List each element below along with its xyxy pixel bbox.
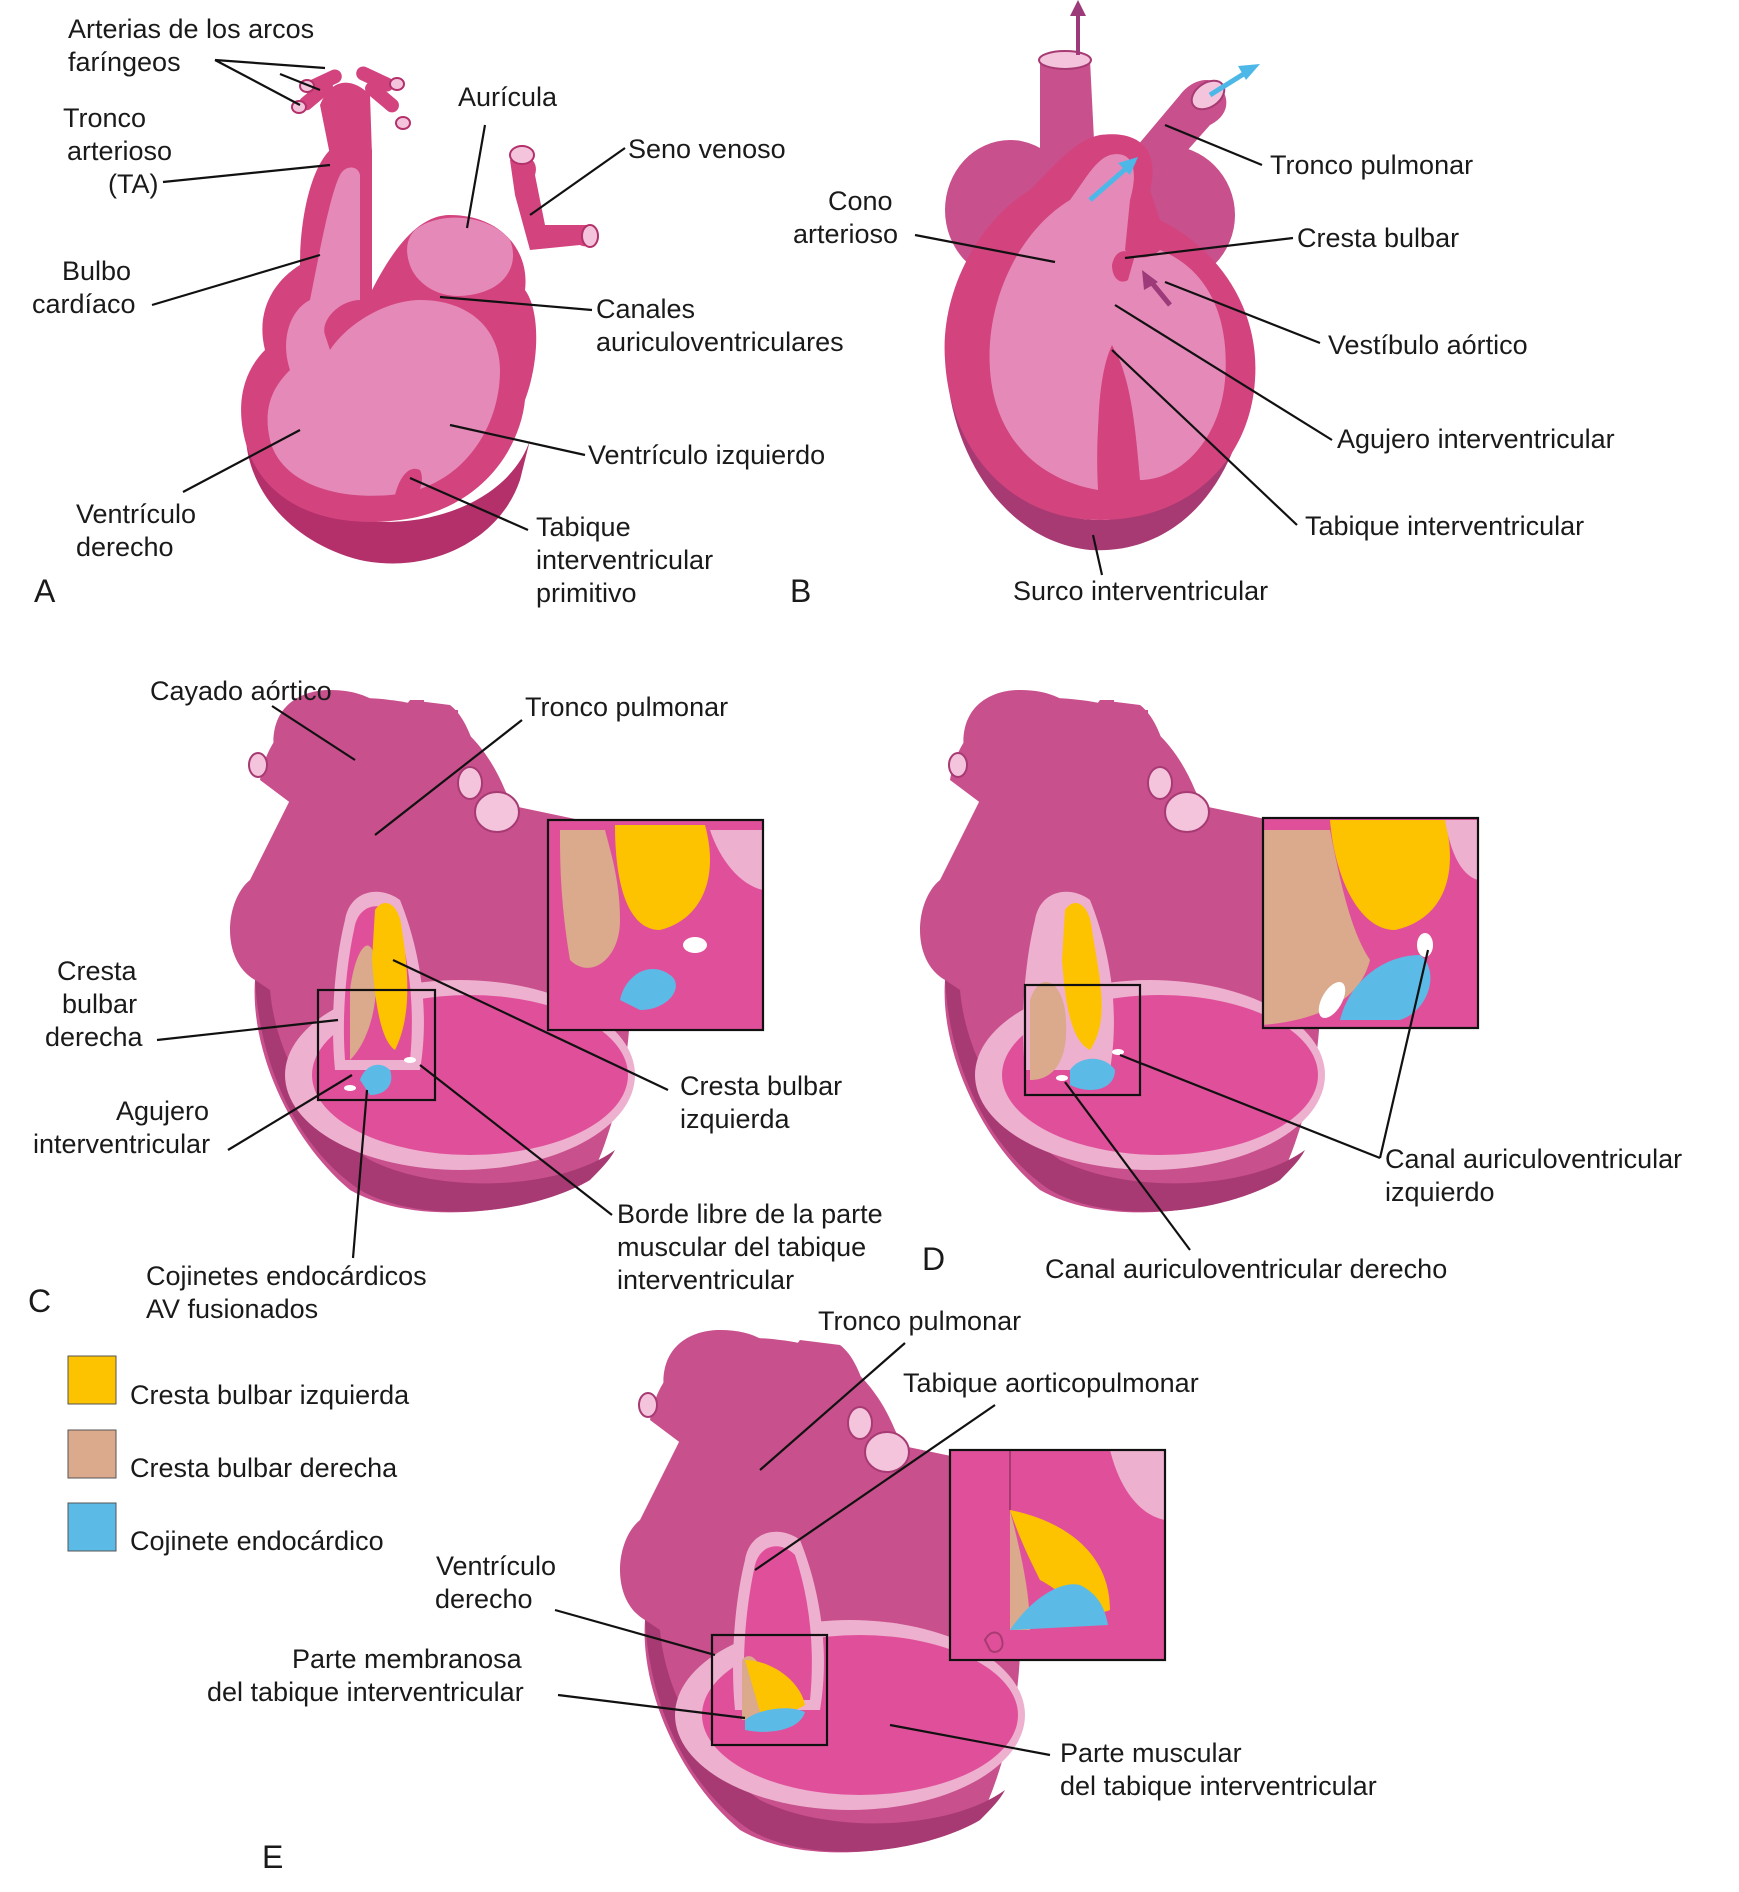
- label-arcos-line2: faríngeos: [68, 47, 181, 77]
- label-borde-line3: interventricular: [617, 1265, 794, 1295]
- panel-d-heart-drawing: [920, 690, 1325, 1213]
- panel-e-labels: Tronco pulmonar Tabique aorticopulmonar …: [207, 1306, 1377, 1801]
- panel-letter-b: B: [790, 573, 811, 609]
- panel-c: Cayado aórtico Tronco pulmonar Cresta bu…: [28, 676, 883, 1324]
- label-tronco-pulmonar-e: Tronco pulmonar: [818, 1306, 1021, 1336]
- panel-d-labels: Canal auriculoventricular izquierdo Cana…: [1045, 1144, 1682, 1284]
- label-cono-line1: Cono: [828, 186, 893, 216]
- label-canales-line1: Canales: [596, 294, 695, 324]
- legend-label-right-crest: Cresta bulbar derecha: [130, 1453, 398, 1483]
- label-tabique-aorticopulmonar: Tabique aorticopulmonar: [903, 1368, 1199, 1398]
- label-canales-line2: auriculoventriculares: [596, 327, 844, 357]
- label-bulbo-line2: cardíaco: [32, 289, 136, 319]
- label-cresta-izquierda-line2: izquierda: [680, 1104, 791, 1134]
- label-ventriculo-derecho-line2: derecho: [76, 532, 174, 562]
- panel-d: Canal auriculoventricular izquierdo Cana…: [920, 690, 1682, 1284]
- color-legend: Cresta bulbar izquierda Cresta bulbar de…: [67, 1355, 410, 1556]
- panel-e-heart-drawing: [620, 1330, 1025, 1853]
- panel-c-leader-lines: [156, 705, 669, 1259]
- label-cresta-derecha-line2: bulbar: [62, 989, 137, 1019]
- panel-c-inset: [546, 818, 765, 1032]
- label-cayado-aortico: Cayado aórtico: [150, 676, 332, 706]
- panel-b-labels: Cono arterioso Tronco pulmonar Cresta bu…: [793, 150, 1615, 606]
- panel-e-leader-lines: [554, 1342, 1051, 1757]
- label-cojinetes-line1: Cojinetes endocárdicos: [146, 1261, 427, 1291]
- label-agujero-line1: Agujero: [116, 1096, 209, 1126]
- panel-letter-d: D: [922, 1241, 945, 1277]
- panel-letter-e: E: [262, 1839, 283, 1875]
- panel-e-inset: [948, 1448, 1167, 1662]
- label-tabique-primitivo-line3: primitivo: [536, 578, 637, 608]
- label-membranosa-line1: Parte membranosa: [292, 1644, 523, 1674]
- label-canal-izquierdo-line2: izquierdo: [1385, 1177, 1495, 1207]
- label-membranosa-line2: del tabique interventricular: [207, 1677, 524, 1707]
- label-tabique-primitivo-line2: interventricular: [536, 545, 713, 575]
- panel-letter-c: C: [28, 1283, 51, 1319]
- label-muscular-line1: Parte muscular: [1060, 1738, 1242, 1768]
- panel-letter-a: A: [34, 573, 56, 609]
- label-agujero-b: Agujero interventricular: [1337, 424, 1615, 454]
- panel-c-labels: Cayado aórtico Tronco pulmonar Cresta bu…: [33, 676, 883, 1324]
- label-seno-venoso: Seno venoso: [628, 134, 786, 164]
- panel-e: Tronco pulmonar Tabique aorticopulmonar …: [207, 1306, 1377, 1875]
- label-borde-line2: muscular del tabique: [617, 1232, 866, 1262]
- label-borde-line1: Borde libre de la parte: [617, 1199, 883, 1229]
- label-ventriculo-derecho-line1: Ventrículo: [76, 499, 196, 529]
- label-tronco-line1: Tronco: [63, 103, 146, 133]
- label-arcos-line1: Arterias de los arcos: [68, 14, 314, 44]
- label-cono-line2: arterioso: [793, 219, 898, 249]
- label-bulbo-line1: Bulbo: [62, 256, 131, 286]
- label-tronco-pulmonar-b: Tronco pulmonar: [1270, 150, 1473, 180]
- panel-b-heart-drawing: [944, 0, 1260, 551]
- label-cresta-derecha-line3: derecha: [45, 1022, 144, 1052]
- label-auricula: Aurícula: [458, 82, 558, 112]
- label-canal-izquierdo-line1: Canal auriculoventricular: [1385, 1144, 1682, 1174]
- label-tronco-line2: arterioso: [67, 136, 172, 166]
- label-ventriculo-derecho-e-line1: Ventrículo: [436, 1551, 556, 1581]
- panel-a-heart-drawing: [241, 66, 599, 564]
- panel-b: Cono arterioso Tronco pulmonar Cresta bu…: [790, 0, 1615, 609]
- label-muscular-line2: del tabique interventricular: [1060, 1771, 1377, 1801]
- label-surco-b: Surco interventricular: [1013, 576, 1268, 606]
- label-cresta-izquierda-line1: Cresta bulbar: [680, 1071, 842, 1101]
- legend-swatch-endocardial-cushion: [67, 1502, 117, 1552]
- panel-a-labels: Arterias de los arcos faríngeos Tronco a…: [32, 14, 844, 608]
- legend-label-left-crest: Cresta bulbar izquierda: [130, 1380, 410, 1410]
- legend-swatch-right-crest: [67, 1429, 117, 1479]
- panel-d-inset: [1261, 816, 1480, 1030]
- panel-a-leader-lines: [151, 58, 626, 532]
- panel-a: Arterias de los arcos faríngeos Tronco a…: [32, 14, 844, 609]
- label-cresta-derecha-line1: Cresta: [57, 956, 138, 986]
- label-tronco-pulmonar-c: Tronco pulmonar: [525, 692, 728, 722]
- label-canal-derecho: Canal auriculoventricular derecho: [1045, 1254, 1447, 1284]
- label-cresta-bulbar-b: Cresta bulbar: [1297, 223, 1459, 253]
- label-tronco-line3: (TA): [108, 169, 158, 199]
- label-cojinetes-line2: AV fusionados: [146, 1294, 318, 1324]
- label-agujero-line2: interventricular: [33, 1129, 210, 1159]
- panel-d-leader-lines: [1064, 949, 1430, 1251]
- legend-swatch-left-crest: [67, 1355, 117, 1405]
- label-tabique-primitivo-line1: Tabique: [536, 512, 631, 542]
- legend-label-endocardial-cushion: Cojinete endocárdico: [130, 1526, 384, 1556]
- label-ventriculo-derecho-e-line2: derecho: [435, 1584, 533, 1614]
- label-ventriculo-izquierdo: Ventrículo izquierdo: [588, 440, 825, 470]
- label-tabique-b: Tabique interventricular: [1305, 511, 1584, 541]
- panel-b-leader-lines: [914, 123, 1333, 576]
- label-vestibulo-aortico: Vestíbulo aórtico: [1328, 330, 1528, 360]
